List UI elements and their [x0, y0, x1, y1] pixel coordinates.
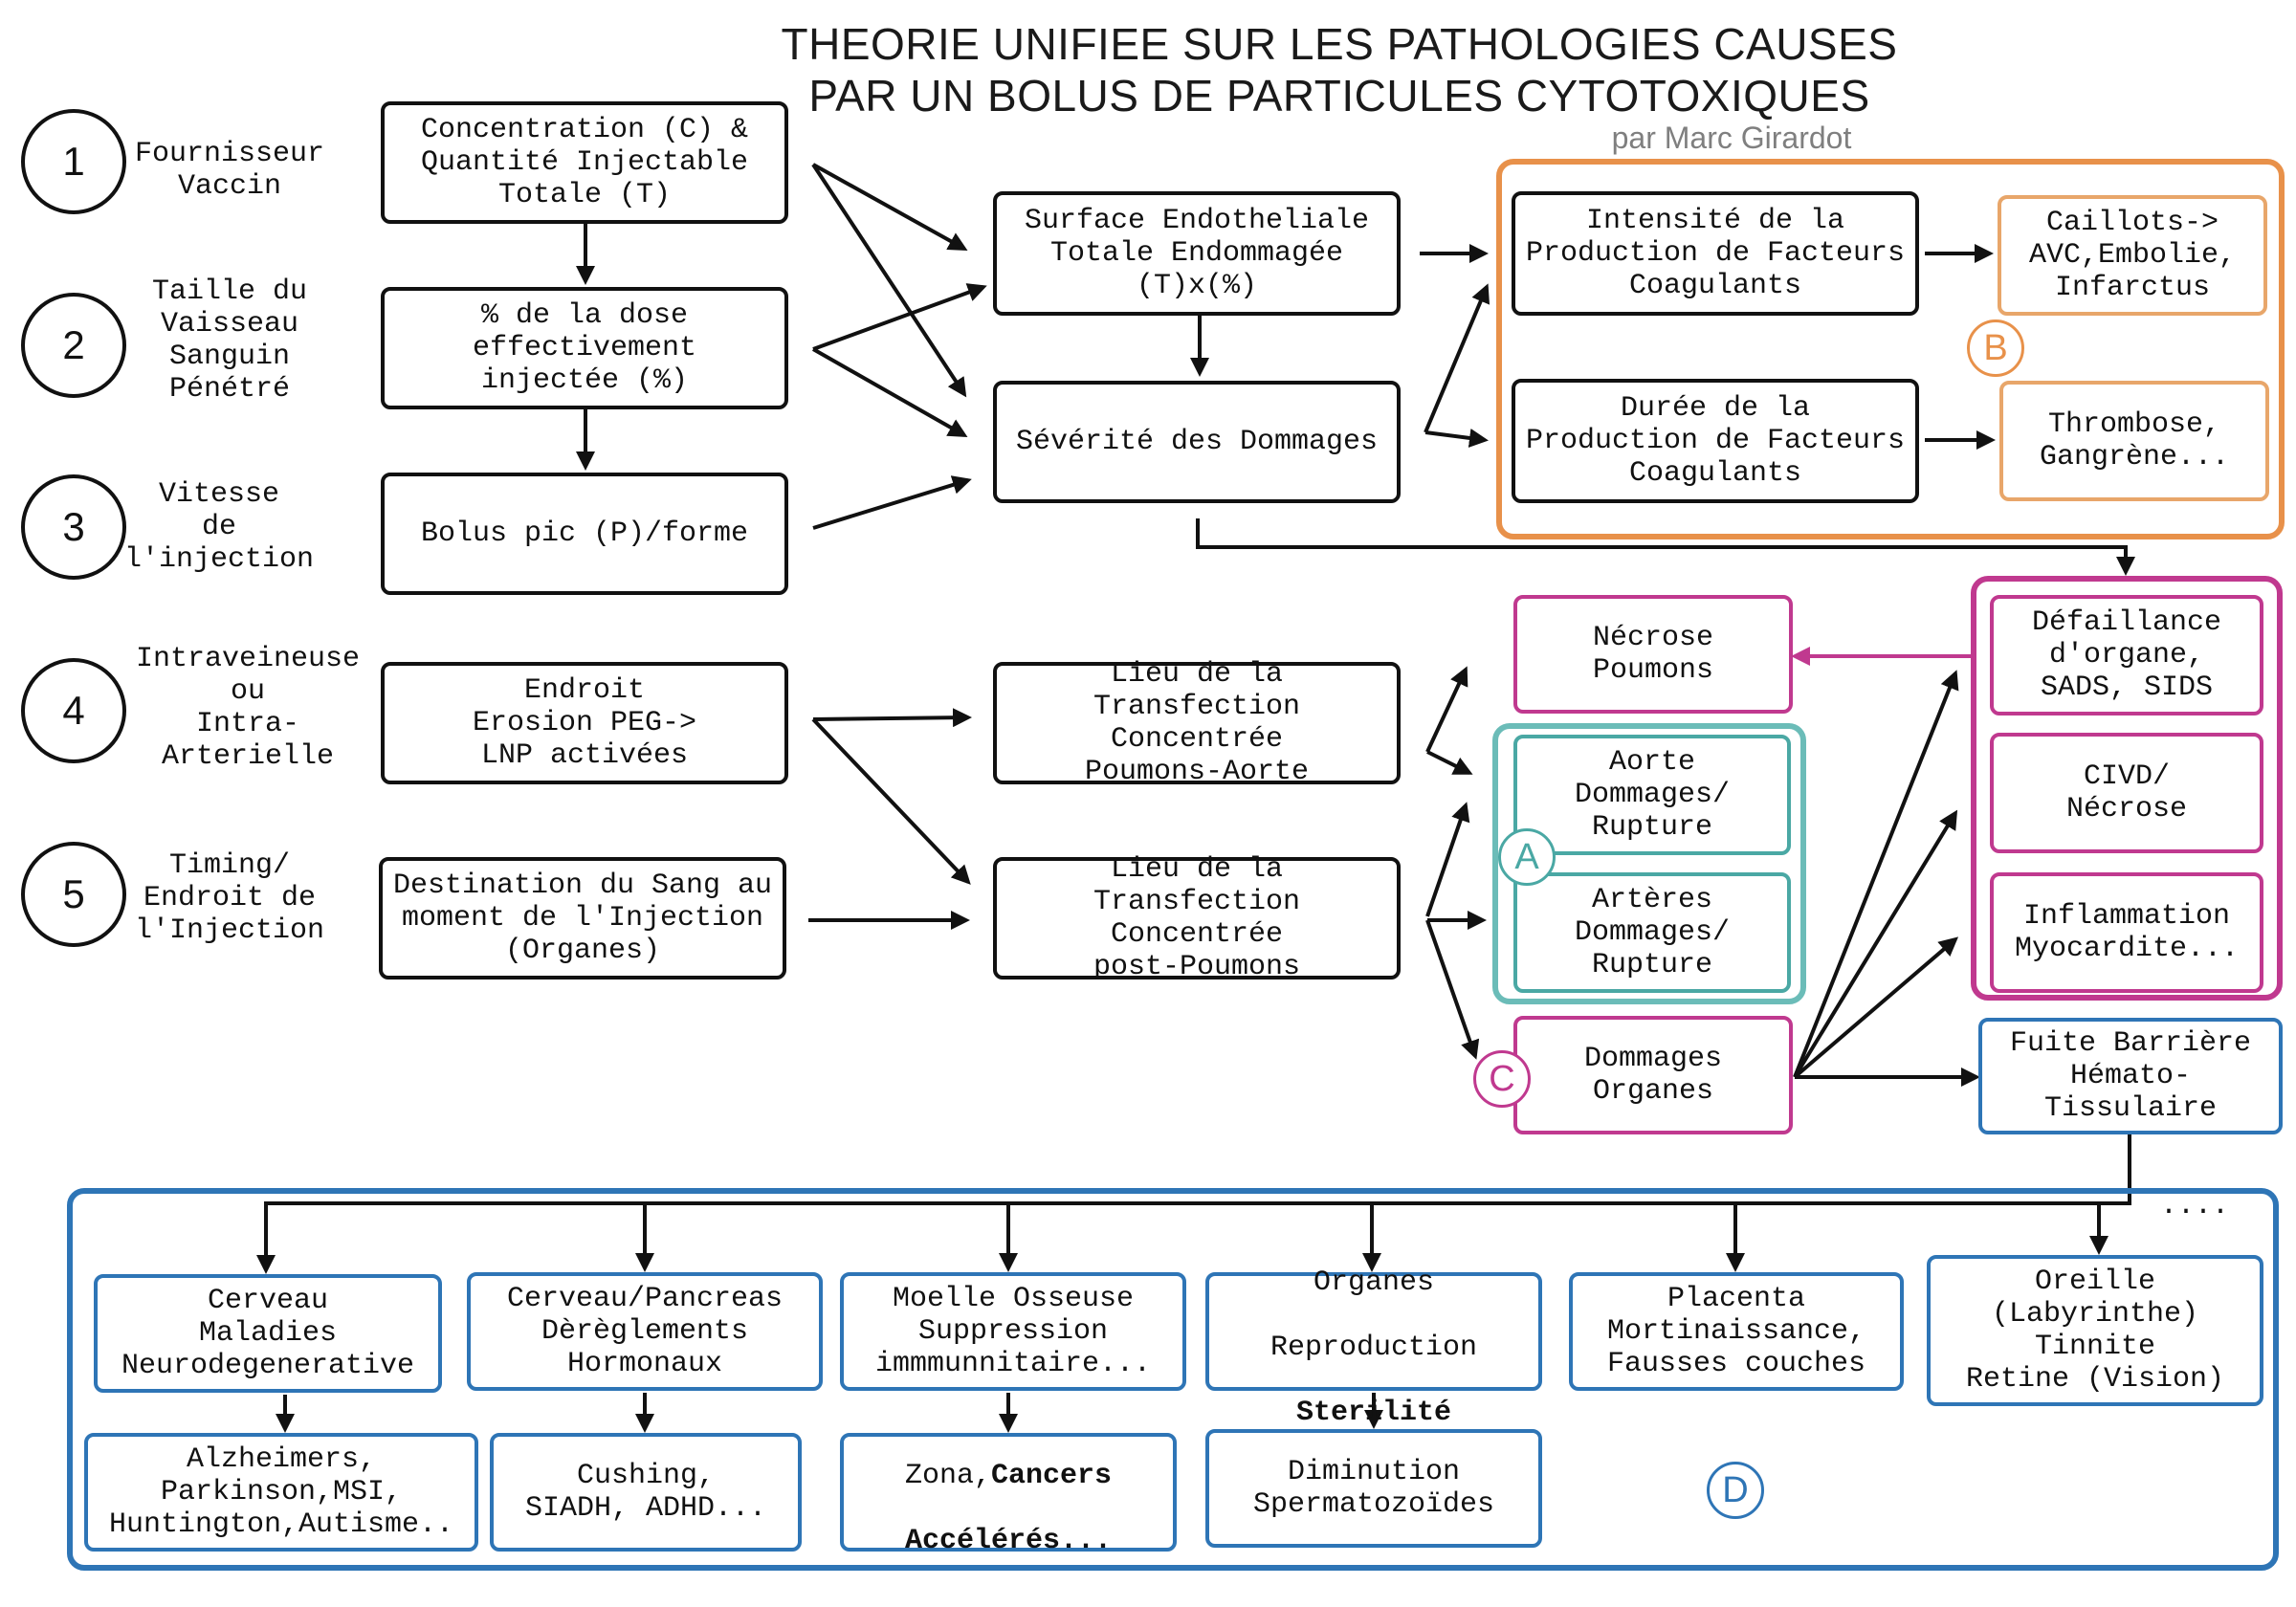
endroit-box: Endroit Erosion PEG-> LNP activées [381, 662, 788, 784]
bus-fuite-to-d [256, 1134, 2131, 1274]
factor-2-label: Taille du Vaisseau Sanguin Pénétré [151, 275, 308, 406]
severite-box: Sévérité des Dommages [993, 381, 1401, 503]
destination-box: Destination du Sang au moment de l'Injec… [379, 857, 786, 980]
dose-percent-box: % de la dose effectivement injectée (%) [381, 287, 788, 409]
group-d-frame [67, 1188, 2279, 1571]
arrow-lieu-post-to-aorte [1425, 802, 1470, 917]
d-oreille-box: Oreille (Labyrinthe) Tinnite Retine (Vis… [1927, 1255, 2263, 1406]
factor-1-label: Fournisseur Vaccin [134, 138, 325, 203]
arrow-lieu-post-to-dommages [1425, 919, 1480, 1060]
surface-box: Surface Endotheliale Totale Endommagée (… [993, 191, 1401, 316]
factor-2-number: 2 [21, 293, 126, 398]
duree-box: Durée de la Production de Facteurs Coagu… [1512, 379, 1919, 503]
group-d-tag: D [1707, 1462, 1764, 1519]
fuite-box: Fuite Barrière Hémato- Tissulaire [1978, 1018, 2283, 1134]
d-moelle-box: Moelle Osseuse Suppression immmunnitaire… [840, 1272, 1186, 1391]
d-acceleres-bold: Accélérés... [904, 1525, 1113, 1557]
factor-5-label: Timing/ Endroit de l'Injection [134, 849, 325, 947]
author-credit: par Marc Girardot [1611, 121, 1852, 155]
arrow-concentration-to-severite [811, 163, 967, 398]
d-organes-line2: Reproduction [1269, 1332, 1478, 1364]
caillots-box: Caillots-> AVC,Embolie, Infarctus [1998, 195, 2267, 316]
arrow-concentration-to-surface [812, 163, 968, 251]
title-line-1: THEORIE UNIFIEE SUR LES PATHOLOGIES CAUS… [781, 19, 1898, 69]
arrow-bolus-to-severite [812, 475, 972, 530]
bolus-box: Bolus pic (P)/forme [381, 473, 788, 595]
group-c-tag: C [1473, 1050, 1531, 1108]
d-cancers-bold: Cancers [990, 1460, 1113, 1492]
arrow-severite-to-defaillance [1196, 518, 2135, 576]
d-organes-box: Organes Reproduction Sterilité [1205, 1266, 1542, 1429]
lieu-post-poumons-box: Lieu de la Transfection Concentrée post-… [993, 853, 1401, 983]
factor-4-number: 4 [21, 658, 126, 763]
defaillance-box: Défaillance d'organe, SADS, SIDS [1990, 595, 2263, 715]
title-line-2: PAR UN BOLUS DE PARTICULES CYTOTOXIQUES [808, 71, 1870, 121]
right-column-frame [1971, 576, 2283, 1001]
d-sterilite-bold: Sterilité [1295, 1397, 1451, 1429]
arrow-lieu-poumons-to-aorte [1426, 750, 1473, 775]
d-cushing-box: Cushing, SIADH, ADHD... [490, 1433, 802, 1552]
group-d-ellipsis: .... [2160, 1190, 2230, 1222]
factor-3-label: Vitesse de l'injection [123, 478, 315, 576]
factor-1-number: 1 [21, 109, 126, 214]
arrow-dommages-to-civd [1793, 809, 1958, 1079]
factor-4-label: Intraveineuse ou Intra- Arterielle [135, 643, 361, 773]
d-cerveau-pancreas-box: Cerveau/Pancreas Dèrèglements Hormonaux [467, 1272, 823, 1391]
arrow-lieu-poumons-to-necrose [1425, 666, 1468, 753]
d-zona-box: Zona,Cancers Accélérés... [840, 1433, 1177, 1557]
lieu-poumons-box: Lieu de la Transfection Concentrée Poumo… [993, 658, 1401, 788]
arrow-dommages-to-inflammation [1793, 936, 1959, 1079]
factor-3-number: 3 [21, 474, 126, 580]
arrow-severite-to-intensite [1424, 283, 1490, 433]
d-diminution-box: Diminution Spermatozoïdes [1205, 1429, 1542, 1548]
group-a-tag: A [1498, 828, 1556, 886]
inflammation-box: Inflammation Myocardite... [1990, 872, 2263, 993]
group-b-tag: B [1967, 319, 2024, 377]
arrow-dose-to-surface [812, 283, 987, 351]
d-zona-text: Zona,Cancers Accélérés... [905, 1427, 1112, 1557]
thrombose-box: Thrombose, Gangrène... [1999, 381, 2269, 501]
factor-5-number: 5 [21, 842, 126, 947]
dommages-organes-box: Dommages Organes [1513, 1016, 1793, 1134]
concentration-box: Concentration (C) & Quantité Injectable … [381, 101, 788, 224]
d-zona-normal: Zona, [904, 1460, 991, 1492]
intensite-box: Intensité de la Production de Facteurs C… [1512, 191, 1919, 316]
d-cerveau-box: Cerveau Maladies Neurodegenerative [94, 1274, 442, 1393]
d-placenta-box: Placenta Mortinaissance, Fausses couches [1569, 1272, 1904, 1391]
necrose-poumons-box: Nécrose Poumons [1513, 595, 1793, 714]
arrow-severite-to-duree [1424, 429, 1489, 448]
d-organes-line1: Organes [1313, 1266, 1434, 1299]
group-a-frame [1492, 723, 1806, 1004]
arrow-dose-to-severite [812, 347, 968, 437]
arrow-endroit-to-lieu-poumons [812, 708, 972, 728]
aorte-box: Aorte Dommages/ Rupture [1513, 735, 1791, 855]
arrow-dommages-to-defaillance [1793, 670, 1959, 1078]
arrow-endroit-to-lieu-post [811, 717, 971, 885]
d-alzheimers-box: Alzheimers, Parkinson,MSI, Huntington,Au… [84, 1433, 478, 1552]
arteres-box: Artères Dommages/ Rupture [1513, 872, 1791, 993]
d-organes-text: Organes Reproduction Sterilité [1270, 1234, 1477, 1429]
group-b-frame [1496, 159, 2285, 539]
civd-box: CIVD/ Nécrose [1990, 733, 2263, 853]
